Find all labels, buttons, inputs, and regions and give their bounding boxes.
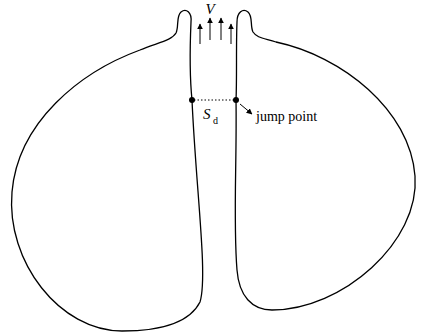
jump-point-dot [233, 97, 239, 103]
velocity-arrow [221, 18, 222, 40]
left-lobe-outline [12, 10, 203, 331]
velocity-arrow [200, 24, 201, 44]
jump-point-dot [189, 97, 195, 103]
discharge-section [194, 100, 234, 101]
right-lobe-outline [235, 10, 415, 310]
jump-point-label: jump point [256, 110, 317, 124]
leader-arrow [240, 104, 252, 114]
velocity-symbol: V [205, 2, 214, 17]
subscript: d [213, 116, 218, 126]
velocity-arrow [231, 24, 232, 44]
velocity-arrow [210, 18, 211, 40]
section-symbol: S [203, 107, 211, 122]
